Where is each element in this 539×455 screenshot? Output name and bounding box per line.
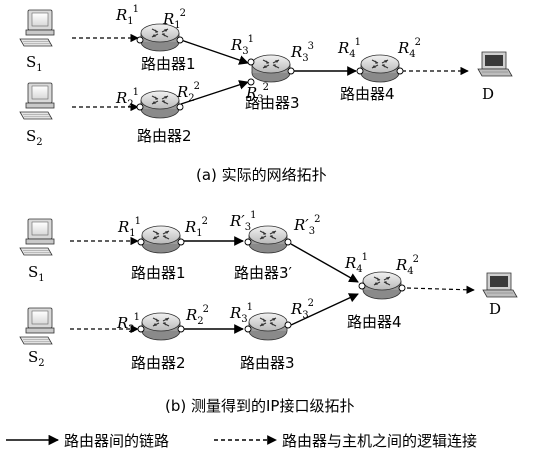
interface-label: R12 [162, 8, 186, 31]
interface-label: R22 [176, 81, 200, 104]
interface-label: R33 [290, 41, 314, 64]
interface-label: R32 [290, 298, 314, 321]
svg-text:S1: S1 [26, 53, 43, 74]
interface-label: R31 [230, 34, 254, 57]
logical-link-r4-d [407, 288, 474, 290]
interface-label: R12 [184, 216, 208, 239]
router-label: 路由器2 [137, 127, 192, 145]
router-label: 路由器2 [131, 354, 186, 372]
router-icon [249, 313, 287, 340]
interface-label: R11 [117, 216, 141, 239]
router-label: 路由器1 [141, 55, 196, 73]
svg-text:S2: S2 [28, 348, 45, 369]
router-label: 路由器4 [340, 85, 395, 103]
host-computer-icon [20, 308, 54, 344]
host-computer-icon [20, 10, 54, 46]
router-icon [141, 91, 179, 118]
host-computer-icon [20, 83, 54, 119]
router-icon [252, 55, 290, 82]
laptop-icon [483, 273, 517, 297]
interface-label: R42 [395, 254, 419, 277]
destination-label: D [489, 300, 501, 318]
diagram-a: S1 S2 路由器1 路由器2 路由器3 路由器4 R11 R12 R21 R2… [20, 4, 512, 184]
caption-b: (b) 测量得到的IP接口级拓扑 [165, 397, 354, 415]
interface-label: R41 [344, 252, 368, 275]
svg-text:S1: S1 [28, 263, 45, 284]
interface-label: R41 [337, 37, 361, 60]
laptop-icon [478, 52, 512, 76]
interface-label: R21 [116, 312, 140, 335]
host-computer-icon [20, 219, 54, 255]
router-label: 路由器3 [240, 354, 295, 372]
interface-label: R′32 [293, 214, 320, 237]
destination-label: D [482, 85, 494, 103]
router-icon [363, 272, 401, 299]
router-icon [142, 226, 180, 253]
interface-label: R42 [397, 37, 421, 60]
router-label: 路由器4 [347, 313, 402, 331]
interface-label: R22 [185, 304, 209, 327]
router-label: 路由器1 [131, 264, 186, 282]
legend-dashed-label: 路由器与主机之间的逻辑连接 [282, 432, 477, 450]
caption-a: (a) 实际的网络拓扑 [196, 166, 327, 184]
router-icon [141, 24, 179, 51]
svg-text:S2: S2 [26, 127, 43, 148]
router-icon [249, 226, 287, 253]
router-icon [361, 55, 399, 82]
diagram-b: S1 S2 路由器1 路由器3′ 路由器2 路由器3 路由器4 R11 R12 … [20, 210, 517, 415]
interface-label: R11 [115, 4, 139, 27]
router-icon [142, 313, 180, 340]
legend: 路由器间的链路 路由器与主机之间的逻辑连接 [6, 432, 477, 450]
legend-solid-label: 路由器间的链路 [64, 432, 169, 450]
router-label: 路由器3′ [234, 264, 293, 282]
